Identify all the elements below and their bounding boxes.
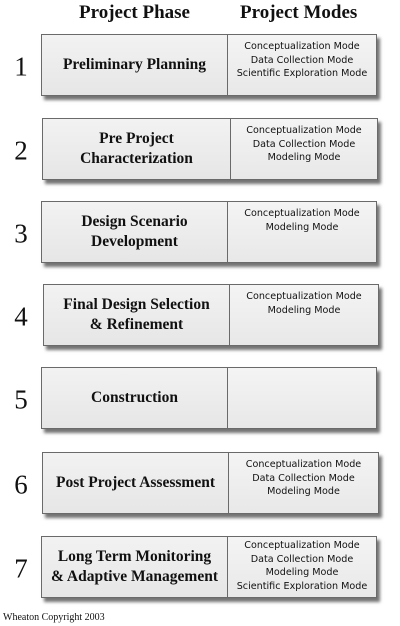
mode-item: Conceptualization Mode [244,41,360,52]
phase-name-line: Preliminary Planning [62,56,207,73]
header-project-modes: Project Modes [240,2,358,23]
mode-item: Scientific Exploration Mode [236,68,368,79]
phase-number: 5 [14,384,28,415]
phase-number: 1 [14,51,28,82]
modes-list: Conceptualization Mode Data Collection M… [231,119,377,179]
mode-item: Conceptualization Mode [245,459,362,470]
phase-box: Preliminary Planning Conceptualization M… [41,34,377,96]
phase-row-3: 3 Design Scenario Development Conceptual… [0,201,400,267]
phase-number: 2 [14,135,28,166]
mode-item: Conceptualization Mode [244,540,360,551]
phase-box: Post Project Assessment Conceptualizatio… [42,452,379,514]
phase-name-line: Long Term Monitoring [57,548,212,565]
phase-name-line: Construction [91,389,178,406]
phase-name-line: Development [91,233,178,250]
phase-name-line: Design Scenario [81,213,188,230]
mode-item: Scientific Exploration Mode [236,580,368,592]
phase-name-line: Characterization [80,150,193,167]
phase-name: Long Term Monitoring & Adaptive Manageme… [42,537,228,597]
modes-list: Conceptualization Mode Data Collection M… [228,35,376,95]
phase-name: Final Design Selection & Refinement [44,285,230,345]
phase-row-1: 1 Preliminary Planning Conceptualization… [0,34,400,100]
mode-item: Modeling Mode [267,152,341,163]
phase-box: Construction [41,367,377,429]
phase-row-6: 6 Post Project Assessment Conceptualizat… [0,452,400,518]
phase-box: Final Design Selection & Refinement Conc… [43,284,379,346]
mode-item: Conceptualization Mode [244,208,360,219]
phase-name-line: Pre Project [99,130,174,147]
mode-item: Modeling Mode [265,221,339,233]
mode-item: Conceptualization Mode [246,125,362,136]
modes-list: Conceptualization Mode Modeling Mode [230,285,378,345]
mode-item: Modeling Mode [267,304,341,316]
phase-name-line: Post Project Assessment [56,474,215,491]
phase-name-line: & Adaptive Management [50,568,219,585]
mode-item: Data Collection Mode [250,54,354,66]
phase-name: Design Scenario Development [42,202,228,262]
mode-item: Modeling Mode [267,486,340,497]
header-project-phase: Project Phase [79,2,190,23]
phase-number: 4 [14,301,28,332]
phase-name: Preliminary Planning [42,35,228,95]
phase-row-4: 4 Final Design Selection & Refinement Co… [0,284,400,350]
phase-name: Construction [42,368,228,428]
mode-item: Data Collection Mode [252,472,355,484]
copyright-footer: Wheaton Copyright 2003 [3,612,105,623]
modes-list [228,368,376,428]
phase-name-line: Final Design Selection [63,296,210,313]
mode-item: Data Collection Mode [252,138,356,150]
phase-box: Pre Project Characterization Conceptuali… [42,118,378,180]
phase-number: 6 [14,469,28,500]
phase-row-2: 2 Pre Project Characterization Conceptua… [0,118,400,184]
mode-item: Modeling Mode [265,567,339,578]
phase-box: Design Scenario Development Conceptualiz… [41,201,377,263]
modes-list: Conceptualization Mode Data Collection M… [229,453,378,513]
phase-box: Long Term Monitoring & Adaptive Manageme… [41,536,377,598]
phase-number: 7 [14,553,28,584]
mode-item: Data Collection Mode [250,553,354,565]
mode-item: Conceptualization Mode [246,291,362,302]
modes-list: Conceptualization Mode Modeling Mode [228,202,376,262]
phase-row-5: 5 Construction [0,367,400,433]
phase-name: Post Project Assessment [43,453,229,513]
phase-name: Pre Project Characterization [43,119,231,179]
phase-number: 3 [14,218,28,249]
modes-list: Conceptualization Mode Data Collection M… [228,537,376,597]
phase-name-line: & Refinement [89,316,184,333]
phase-row-7: 7 Long Term Monitoring & Adaptive Manage… [0,536,400,602]
